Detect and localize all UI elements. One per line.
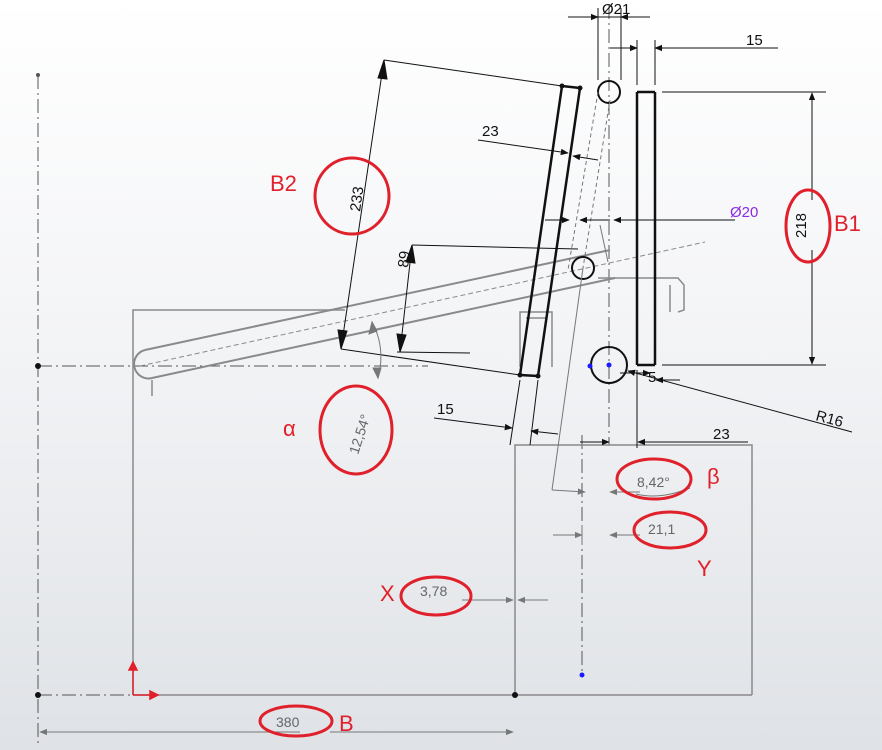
vertex-point xyxy=(577,85,583,91)
dimension-label: 89 xyxy=(395,250,414,268)
label-b: B xyxy=(339,711,354,736)
guide-lines xyxy=(551,91,611,491)
dimension-23-bottom xyxy=(580,370,748,448)
dimension-label: Ø21 xyxy=(602,1,630,18)
center-point xyxy=(587,363,593,369)
center-point xyxy=(579,672,585,678)
label-b2: B2 xyxy=(270,171,297,196)
label-b1: B1 xyxy=(834,211,861,236)
dimension-21-1 xyxy=(553,525,640,545)
dimension-r16 xyxy=(627,369,853,433)
annotation-highlights xyxy=(258,156,832,738)
dimension-218 xyxy=(662,91,826,366)
center-point xyxy=(606,362,612,368)
dimension-label: 233 xyxy=(347,185,367,212)
label-beta: β xyxy=(707,464,720,489)
bar-b2 xyxy=(518,84,582,378)
vertex-point xyxy=(35,692,41,698)
origin-icon xyxy=(127,660,160,701)
dimension-label: 15 xyxy=(746,32,763,49)
dimension-23-top xyxy=(477,139,599,161)
dimension-label: 12,54° xyxy=(346,412,374,456)
slotted-link xyxy=(133,241,706,380)
vertex-point xyxy=(512,692,518,698)
frame-construction xyxy=(132,309,753,696)
dimension-label: R16 xyxy=(814,407,845,431)
dimension-label: 380 xyxy=(276,714,300,730)
dimension-233 xyxy=(337,59,563,376)
dimension-15-top xyxy=(610,40,778,85)
vertex-point xyxy=(35,363,41,369)
centerline-end-point xyxy=(36,73,40,77)
dimension-label: 15 xyxy=(437,401,454,418)
dimension-label: 23 xyxy=(482,123,499,140)
label-y: Y xyxy=(697,556,712,581)
dimension-label: 8,42° xyxy=(637,474,670,490)
dimension-89 xyxy=(396,244,579,354)
dimension-label: 3,78 xyxy=(420,583,447,599)
label-alpha: α xyxy=(283,416,296,441)
dimension-label: Ø20 xyxy=(730,204,758,221)
vertex-point xyxy=(535,373,541,379)
dimension-angle-alpha xyxy=(368,320,382,380)
label-x: X xyxy=(380,581,395,606)
bar-b1 xyxy=(635,90,657,367)
dimension-label: 218 xyxy=(793,213,810,238)
dimension-label: 23 xyxy=(713,426,730,443)
dimension-label: 21,1 xyxy=(648,521,675,537)
link-support xyxy=(151,277,685,396)
dimension-15-bottom xyxy=(433,379,559,446)
dimension-dia21 xyxy=(568,8,650,80)
pin-middle xyxy=(571,256,595,280)
